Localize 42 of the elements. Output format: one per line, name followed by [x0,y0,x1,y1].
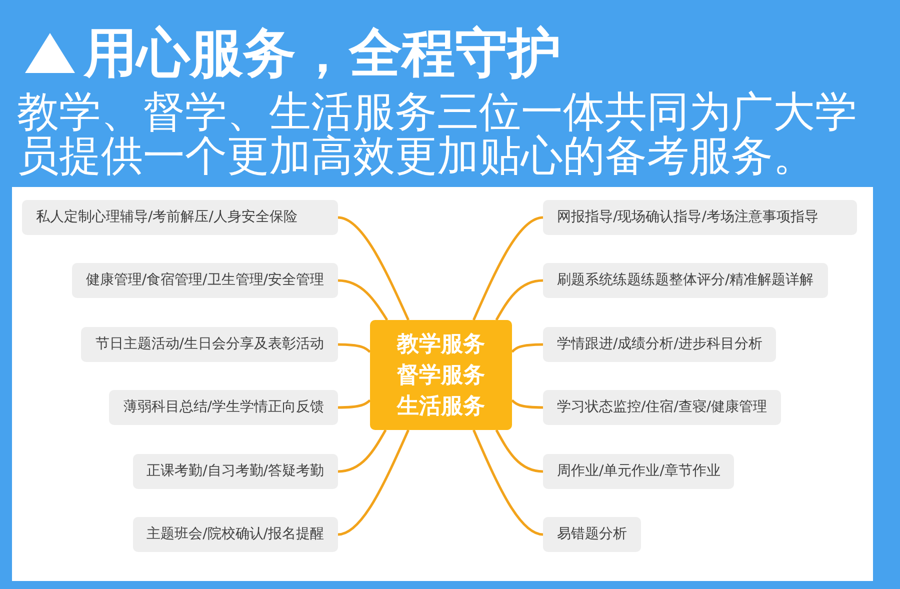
topic-box [109,390,338,425]
topic-text: 易错题分析 [557,525,627,544]
connector-line [511,343,544,353]
connector-line [472,216,544,320]
topic-text: 健康管理/食宿管理/卫生管理/安全管理 [86,271,324,290]
topic-text: 周作业/单元作业/章节作业 [557,462,720,481]
title-text: 用心服务，全程守护 [84,22,561,86]
subtitle-text: 教学、督学、生活服务三位一体共同为广大学员提供一个更加高效更加贴心的备考服务。 [17,90,858,178]
connector-line [338,216,410,321]
topic-text: 主题班会/院校确认/报名提醒 [146,525,324,544]
connector-line [338,399,371,409]
topic-text: 薄弱科目总结/学生学情正向反馈 [123,398,324,417]
topic-text: 网报指导/现场确认指导/考场注意事项指导 [557,208,818,227]
topic-box [543,327,776,362]
topic-text: 私人定制心理辅导/考前解压/人身安全保险 [36,208,298,227]
topic-box [543,390,782,425]
connector-line [338,343,371,353]
connector-line [472,430,544,536]
connector-line [338,429,387,473]
topic-text: 正课考勤/自习考勤/答疑考勤 [146,462,324,481]
topic-box [72,263,338,298]
connector-line [338,430,410,536]
topic-box [132,517,338,552]
topic-box [543,454,734,489]
topic-box [543,517,641,552]
topic-box [81,327,338,362]
connector-line [511,399,544,409]
topic-text: 刷题系统练题练题整体评分/精准解题详解 [557,271,814,290]
topic-text: 节日主题活动/生日会分享及表彰活动 [95,335,324,354]
connector-line [495,429,544,473]
topic-box [132,454,338,489]
central-topic-text: 督学服务 [397,362,485,390]
topic-text: 学情跟进/成绩分析/进步科目分析 [557,335,762,354]
topic-box [22,200,338,235]
topic-box [543,200,857,235]
connector-line [495,279,544,321]
connector-line [338,279,388,321]
central-topic-text: 教学服务 [397,330,485,358]
central-topic-text: 生活服务 [397,392,485,420]
topic-text: 学习状态监控/住宿/查寝/健康管理 [557,398,768,417]
topic-box [543,263,828,298]
central-topic-box [370,320,512,430]
